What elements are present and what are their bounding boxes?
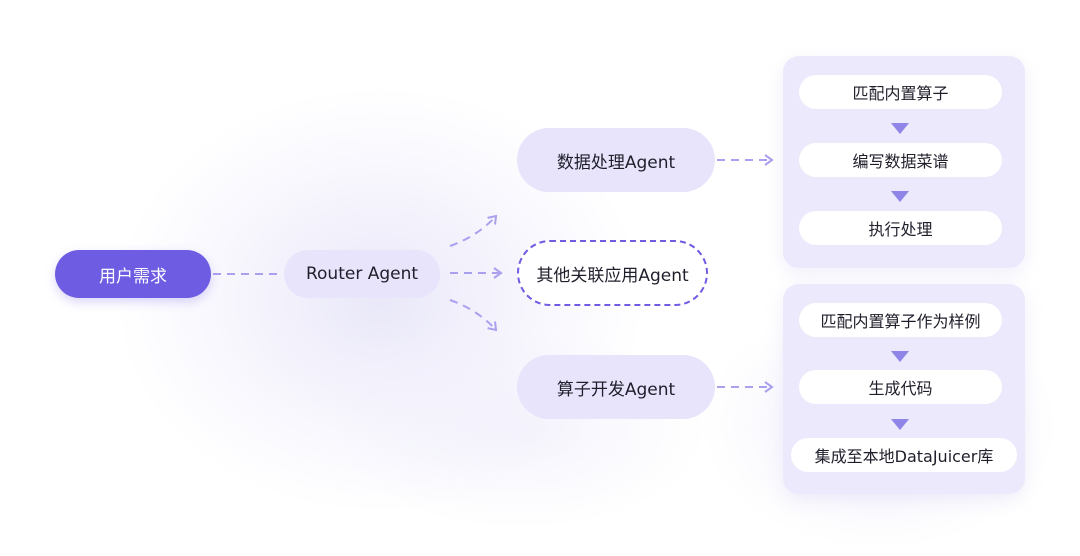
data-processing-steps-panel: 匹配内置算子 编写数据菜谱 执行处理 (783, 56, 1025, 268)
router-agent-node: Router Agent (284, 250, 440, 298)
connector-router-operator-agent (449, 299, 498, 332)
step-arrow-down-icon (891, 351, 909, 362)
other-related-agent-node: 其他关联应用Agent (517, 240, 708, 306)
step-match-builtin-operators-as-sample: 匹配内置算子作为样例 (799, 303, 1002, 337)
step-arrow-down-icon (891, 191, 909, 202)
step-arrow-down-icon (891, 123, 909, 134)
step-generate-code: 生成代码 (799, 370, 1002, 404)
step-integrate-into-datajuicer: 集成至本地DataJuicer库 (791, 438, 1017, 472)
data-processing-agent-node: 数据处理Agent (517, 128, 715, 192)
operator-dev-agent-node: 算子开发Agent (517, 355, 715, 419)
step-write-data-recipe: 编写数据菜谱 (799, 143, 1002, 177)
user-need-node: 用户需求 (55, 250, 211, 298)
step-execute-processing: 执行处理 (799, 211, 1002, 245)
step-match-builtin-operators: 匹配内置算子 (799, 75, 1002, 109)
connector-router-data-agent (449, 214, 498, 247)
operator-dev-steps-panel: 匹配内置算子作为样例 生成代码 集成至本地DataJuicer库 (783, 284, 1025, 494)
step-arrow-down-icon (891, 419, 909, 430)
